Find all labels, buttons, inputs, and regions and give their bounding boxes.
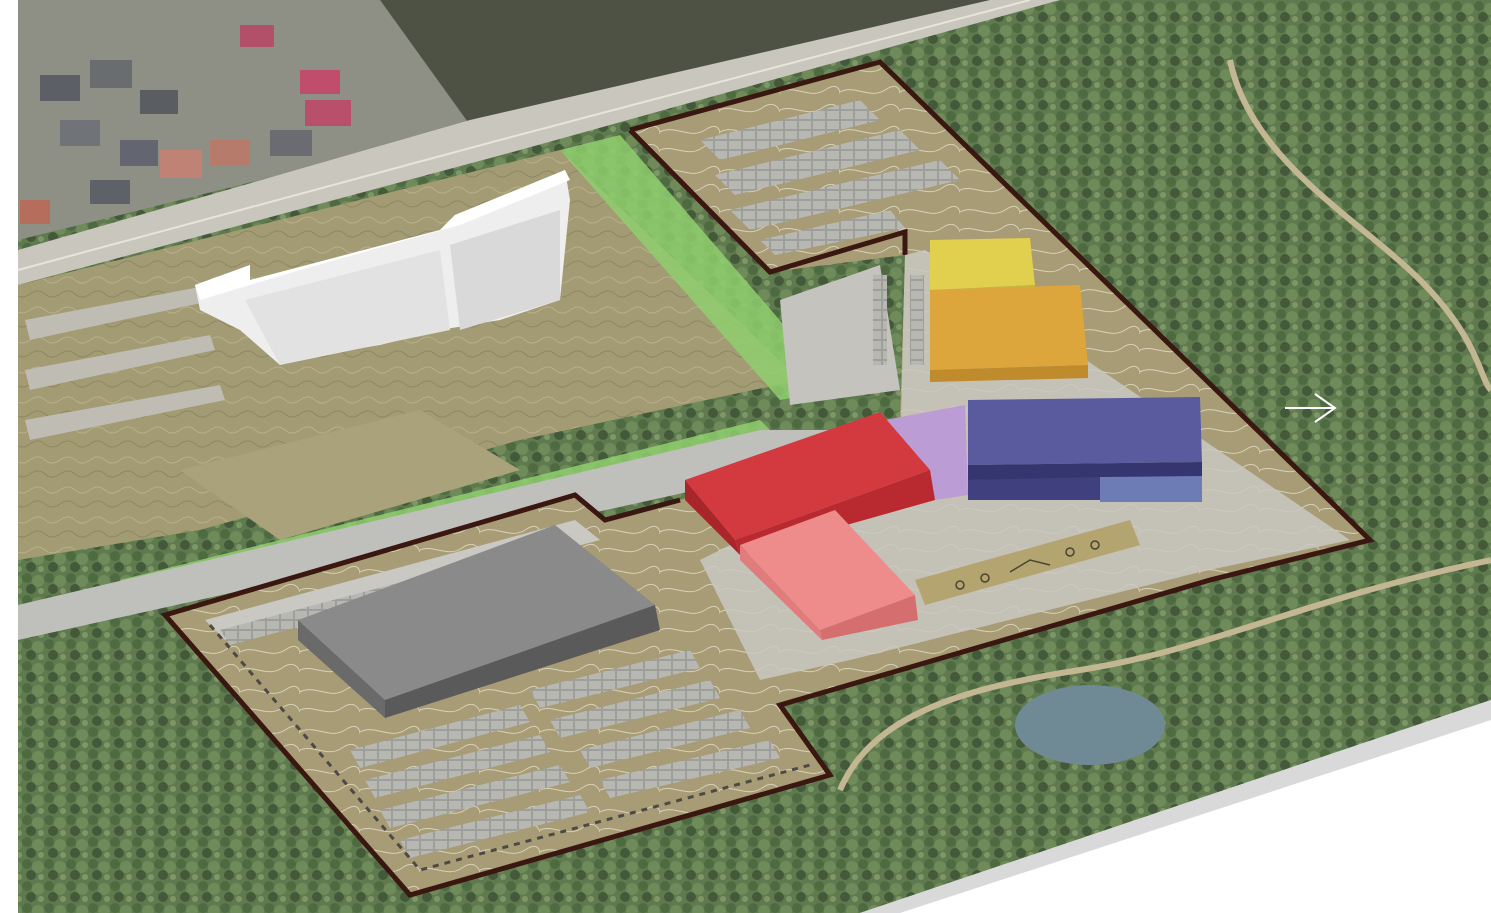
existing-building (195, 170, 570, 365)
outdoor-play-area (915, 520, 1140, 605)
pond (1015, 685, 1165, 765)
blue-block (968, 397, 1202, 502)
lavender-connector (885, 405, 968, 500)
site-boundary (160, 59, 1375, 898)
gray-building (298, 525, 660, 718)
site-boundary-inner-notch (628, 128, 908, 275)
forest-trail-east (1227, 59, 1491, 393)
campus-parking (25, 285, 225, 440)
orange-block (930, 285, 1088, 382)
terrain-edge-shadow (860, 700, 1491, 913)
pink-block (740, 510, 918, 640)
drop-off-loop (780, 265, 900, 405)
parking-lot-north (700, 100, 960, 365)
house-roofs (20, 25, 351, 224)
play-area-marks (955, 540, 1100, 590)
road-median-line (17, 0, 1031, 271)
forest-trail-south (837, 557, 1491, 792)
sports-field (180, 410, 520, 540)
greenway-diagonal (560, 135, 840, 400)
campus-field (18, 150, 800, 560)
north-arrow-icon (1285, 393, 1337, 423)
main-road (18, 0, 1060, 285)
